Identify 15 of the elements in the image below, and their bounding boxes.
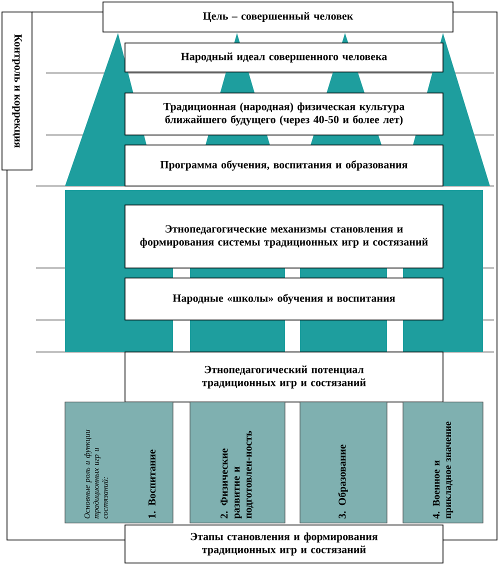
column-panel: 4. Военное и прикладное значение [402, 402, 484, 524]
column-panel: 2. Физические развитие и подготовлен-ность [190, 402, 286, 524]
text-box: Народный идеал совершенного человека [124, 42, 444, 72]
text-box: Традиционная (народная) физическая культура ближайшего будущего (через 40-50 и более лет) [124, 92, 444, 136]
text-box: Цель – совершенный человек [102, 2, 454, 32]
text-box: Этнопедагогические механизмы становления и формирования системы традиционных игр и состязаний [124, 204, 444, 268]
connector-line [442, 12, 498, 540]
connector-line [6, 170, 126, 540]
text-box: Этнопедагогический потенциал традиционных игр и состязаний [124, 352, 444, 402]
column-panel: Основные роль и функции традиционных игр и состязаний: 1. Воспитание [64, 402, 174, 524]
text-box: Народные «школы» обучения и воспитания [124, 278, 444, 320]
text-box: Программа обучения, воспитания и образования [124, 144, 444, 186]
column-panel: 3. Образование [300, 402, 388, 524]
side-box: Контроль и коррекция [2, 12, 32, 170]
text-box: Этапы становления и формирования традиционных игр и состязаний [124, 524, 444, 564]
